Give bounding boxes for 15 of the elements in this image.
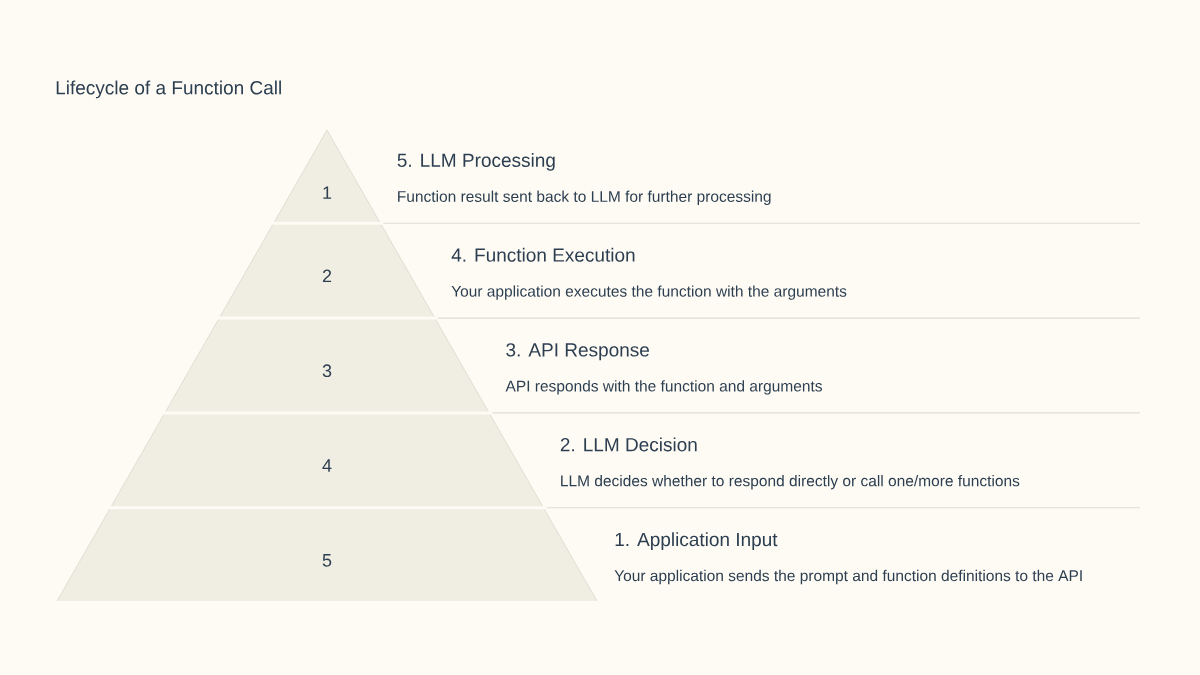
step-heading: 2. LLM Decision <box>560 437 697 452</box>
pyramid-tier: 1 <box>274 129 380 223</box>
step-heading: 5. LLM Processing <box>397 153 555 171</box>
step-heading: 4. Function Execution <box>451 247 635 262</box>
step-description: Your application sends the prompt and function definitions to the API <box>614 569 1082 585</box>
step-heading: 3. API Response <box>506 343 649 361</box>
pyramid-tier: 3 <box>165 319 489 412</box>
diagram-title: Lifecycle of a Function Call <box>56 80 281 99</box>
pyramid-tier: 2 <box>219 224 435 317</box>
step-description: Function result sent back to LLM for further processing <box>398 190 771 205</box>
step-description: LLM decides whether to respond directly or call one/more functions <box>561 475 1020 490</box>
step-description: API responds with the function and arguments <box>505 380 822 395</box>
pyramid-tier: 4 <box>111 414 543 507</box>
step-heading: 1. Application Input <box>615 532 778 550</box>
step-description: Your application executes the function with the arguments <box>451 285 847 300</box>
